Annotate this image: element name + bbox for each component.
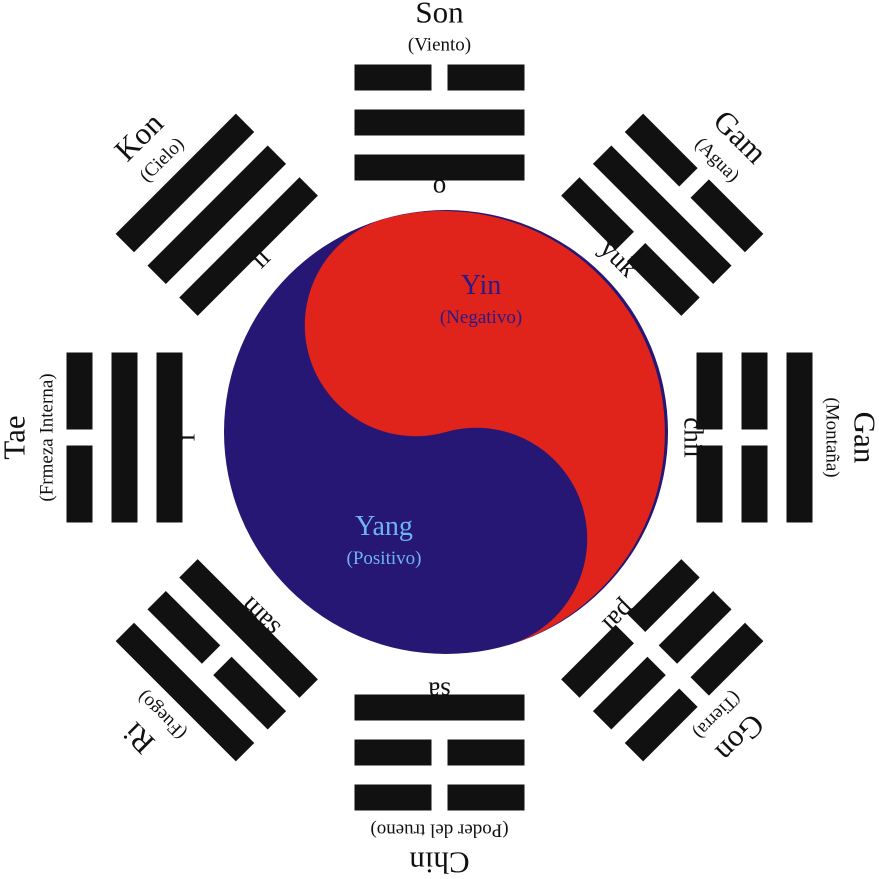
broken-line-segment	[447, 739, 525, 766]
trigram-meaning: (Frmeza Interna)	[37, 373, 58, 501]
broken-line-segment	[626, 559, 700, 632]
yang-label: Yang	[355, 511, 413, 542]
broken-line-segment	[354, 784, 432, 811]
trigram-gon: Gon (Tierra) pal	[561, 559, 772, 770]
broken-line-segment	[66, 445, 93, 523]
solid-line	[354, 694, 525, 721]
broken-line-segment	[624, 688, 698, 762]
taegeuk-symbol: Yin (Negativo) Yang (Positivo)	[224, 210, 668, 654]
broken-line-segment	[690, 179, 764, 253]
broken-line-segment	[626, 243, 700, 316]
yang-sublabel: (Positivo)	[347, 548, 422, 569]
broken-line-segment	[624, 113, 698, 187]
solid-line	[147, 145, 287, 285]
trigram-lines	[561, 559, 764, 762]
broken-line-segment	[561, 177, 634, 251]
trigram-number: i	[171, 434, 201, 442]
trigram-number: o	[433, 169, 447, 199]
trigram-lines	[696, 352, 813, 523]
broken-line-segment	[354, 739, 432, 766]
trigram-chin: Chin (Poder del trueno) sa	[354, 677, 525, 879]
broken-line-segment	[696, 445, 723, 523]
broken-line-segment	[447, 784, 525, 811]
trigram-tae: Tae (Frmeza Interna) i	[0, 352, 201, 523]
trigram-name: Tae	[0, 415, 32, 459]
yin-half	[304, 210, 665, 645]
trigram-name: Son	[415, 0, 464, 30]
trigram-meaning: (Montaña)	[822, 397, 843, 477]
broken-line-segment	[354, 64, 432, 91]
broken-line-segment	[658, 590, 732, 664]
solid-line	[156, 352, 183, 523]
solid-line	[786, 352, 813, 523]
yin-label: Yin	[461, 270, 501, 301]
solid-line	[592, 145, 732, 285]
solid-line	[111, 352, 138, 523]
trigram-lines	[561, 113, 764, 316]
solid-line	[354, 154, 525, 181]
trigram-son: Son (Viento) o	[354, 0, 525, 199]
trigram-number: chil	[679, 417, 709, 458]
trigram-name: Chin	[409, 846, 470, 879]
solid-line	[354, 109, 525, 136]
trigram-lines	[66, 352, 183, 523]
trigram-lines	[115, 113, 318, 316]
solid-line	[179, 177, 318, 316]
broken-line-segment	[213, 656, 287, 730]
broken-line-segment	[690, 622, 764, 696]
broken-line-segment	[561, 624, 634, 698]
broken-line-segment	[447, 64, 525, 91]
solid-line	[115, 622, 255, 762]
trigram-gan: Gan (Montaña) chil	[679, 352, 879, 523]
broken-line-segment	[592, 656, 666, 730]
broken-line-segment	[147, 590, 221, 664]
broken-line-segment	[741, 352, 768, 430]
trigram-meaning: (Poder del trueno)	[370, 820, 508, 841]
broken-line-segment	[66, 352, 93, 430]
trigram-meaning: (Viento)	[408, 35, 471, 56]
solid-line	[179, 559, 318, 698]
broken-line-segment	[696, 352, 723, 430]
broken-line-segment	[741, 445, 768, 523]
trigram-lines	[354, 694, 525, 811]
trigram-name: Gan	[848, 412, 879, 464]
trigram-lines	[115, 559, 318, 762]
yin-sublabel: (Negativo)	[440, 307, 522, 328]
solid-line	[115, 113, 255, 253]
trigram-number: sa	[428, 677, 451, 707]
trigram-lines	[354, 64, 525, 181]
